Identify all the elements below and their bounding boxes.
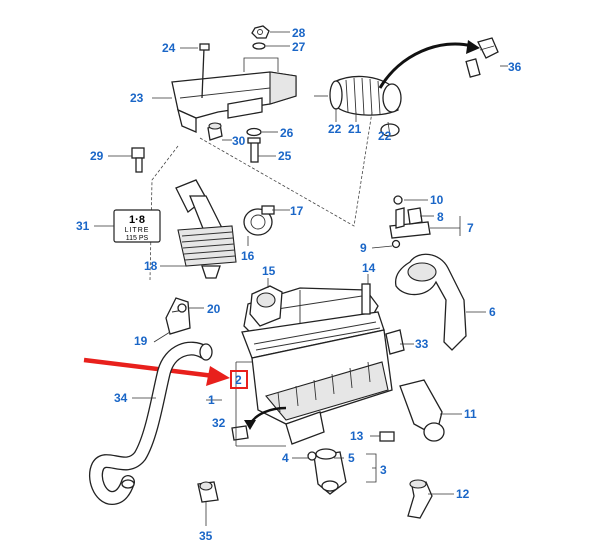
callout-25: 25 (278, 149, 292, 163)
callout-27: 27 (292, 40, 306, 54)
callout-18: 18 (144, 259, 158, 273)
bracket-7 (389, 207, 431, 239)
callout-19: 19 (134, 334, 148, 348)
hose-12 (407, 479, 433, 519)
callout-15: 15 (262, 264, 276, 278)
callout-6: 6 (489, 305, 496, 319)
callout-30: 30 (232, 134, 246, 148)
bolt-29 (131, 147, 145, 173)
callout-1-bracket (235, 361, 286, 447)
callout-4: 4 (282, 451, 289, 465)
nut-28 (251, 25, 270, 39)
callout-11: 11 (464, 407, 477, 421)
engine-badge: 1·8 LITRE 115 PS (113, 209, 161, 243)
corrugated-hose (329, 75, 402, 116)
bracket-19 (165, 297, 191, 335)
badge-power: 115 PS (126, 235, 149, 242)
callout-22-left: 22 (328, 122, 342, 136)
hose-34 (88, 341, 213, 506)
callout-8: 8 (437, 210, 444, 224)
leader-lines (94, 31, 508, 526)
callout-28: 28 (292, 26, 306, 40)
block-32 (231, 425, 249, 441)
clip-8 (407, 207, 423, 225)
callout-16: 16 (241, 249, 255, 263)
bolt-24 (199, 43, 210, 99)
callout-22-right: 22 (378, 129, 392, 143)
duct-6 (394, 253, 467, 351)
callout-14: 14 (362, 261, 376, 275)
callout-9: 9 (360, 241, 367, 255)
mount-30 (207, 122, 223, 141)
screw-9 (391, 239, 401, 249)
callout-7: 7 (467, 221, 474, 235)
sensor-13 (379, 431, 395, 442)
duct-11 (399, 379, 445, 442)
callout-35: 35 (199, 529, 213, 543)
washer-26 (246, 127, 262, 137)
callout-21: 21 (348, 122, 362, 136)
intake-duct (171, 71, 297, 133)
mount-3 (313, 448, 347, 495)
callout-3: 3 (380, 463, 387, 477)
callout-32: 32 (212, 416, 226, 430)
callout-2: 2 (235, 373, 242, 387)
callout-33: 33 (415, 337, 429, 351)
callout-20: 20 (207, 302, 221, 316)
callout-1: 1 (208, 393, 215, 407)
resonator-18 (175, 179, 237, 279)
screw-10 (393, 195, 403, 205)
callout-24: 24 (162, 41, 176, 55)
air-cleaner-base (251, 329, 393, 445)
sensor-36 (465, 37, 499, 78)
screw-20 (177, 303, 187, 313)
callout-29: 29 (90, 149, 104, 163)
callout-26: 26 (280, 126, 294, 140)
callout-12: 12 (456, 487, 470, 501)
callout-36: 36 (508, 60, 522, 74)
callout-labels: 24 28 27 23 30 26 25 29 22 21 22 36 31 1… (76, 26, 522, 543)
clamp-16 (243, 205, 275, 236)
clip-14 (361, 283, 371, 315)
badge-unit: LITRE (125, 227, 150, 234)
callout-13: 13 (350, 429, 364, 443)
callout-34: 34 (114, 391, 128, 405)
highlight-marker (83, 357, 248, 389)
reference-arrow-36 (378, 42, 473, 89)
grommet-33 (385, 329, 405, 355)
assembly-outline (149, 111, 373, 281)
callout-23: 23 (130, 91, 144, 105)
callout-17: 17 (290, 204, 304, 218)
nut-4 (307, 451, 317, 461)
callout-5: 5 (348, 451, 355, 465)
callout-31: 31 (76, 219, 90, 233)
clamp-35 (197, 481, 219, 503)
callout-10: 10 (430, 193, 444, 207)
badge-capacity: 1·8 (129, 214, 145, 226)
washer-27 (252, 42, 266, 50)
bolt-25 (247, 137, 261, 163)
